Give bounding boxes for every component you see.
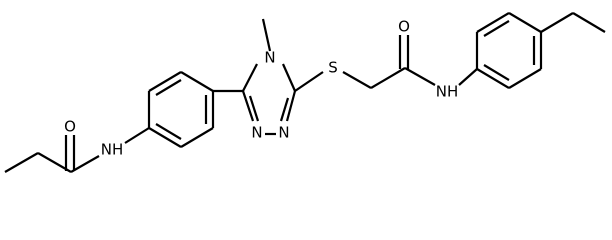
bond-triazole-n4-c3 [281,63,297,92]
bond-ch2-ch3 [572,12,606,33]
bond-benzene-e [180,127,214,148]
bond-triazole-c5-n4 [242,63,258,92]
atom-labels: O NH N N N S O NH [64,18,458,159]
atom-n-lower-left: N [251,124,262,142]
bond-benzene-c [180,71,214,92]
atom-o-left: O [64,118,76,136]
bond-benzene2-c [508,12,542,33]
molecule-structure-drawing: O NH N N N S O NH [4,12,606,173]
bond-ch2-carbonyl-right [370,67,406,89]
bond-triazole-c3-n2-inner [279,97,290,122]
bond-benzene2-b [476,12,510,33]
bond-benzene2-e [508,68,542,89]
bond-ch3-ch2 [4,152,39,173]
atom-s: S [328,59,338,77]
bond-benzene-b [148,71,182,92]
bond-benzene-inner-3 [155,123,182,140]
bond-ring-ch2 [540,12,574,33]
atom-n-methyl: N [264,49,275,67]
bond-benzene2-f [476,68,510,89]
bond-benzene-inner-1 [155,79,182,96]
bond-n-methyl [261,18,272,52]
atom-nh-left: NH [101,141,124,159]
bond-nh-left-ring [124,127,150,144]
bond-carbonyl-nh-left [70,155,100,173]
bond-triazole-n1-c5-inner [248,95,260,122]
bond-triazole-n1-c5 [241,90,255,122]
bond-triazole-c3-n2 [285,90,297,122]
atom-n-lower-right: N [278,124,289,142]
bond-benzene-f [148,127,182,148]
bond-s-ch2 [342,71,372,89]
atom-o-right: O [398,18,410,36]
bond-benzene2-inner-3 [483,64,510,81]
bond-nh-right-ring [458,68,478,86]
bond-triazole-s [294,71,324,92]
molecule-structure-canvas: O NH N N N S O NH [4,12,606,173]
atom-nh-right: NH [436,83,459,101]
bond-benzene2-inner-1 [483,20,510,37]
bond-lines [4,12,606,173]
bond-carbonyl-nh-right [404,67,436,86]
